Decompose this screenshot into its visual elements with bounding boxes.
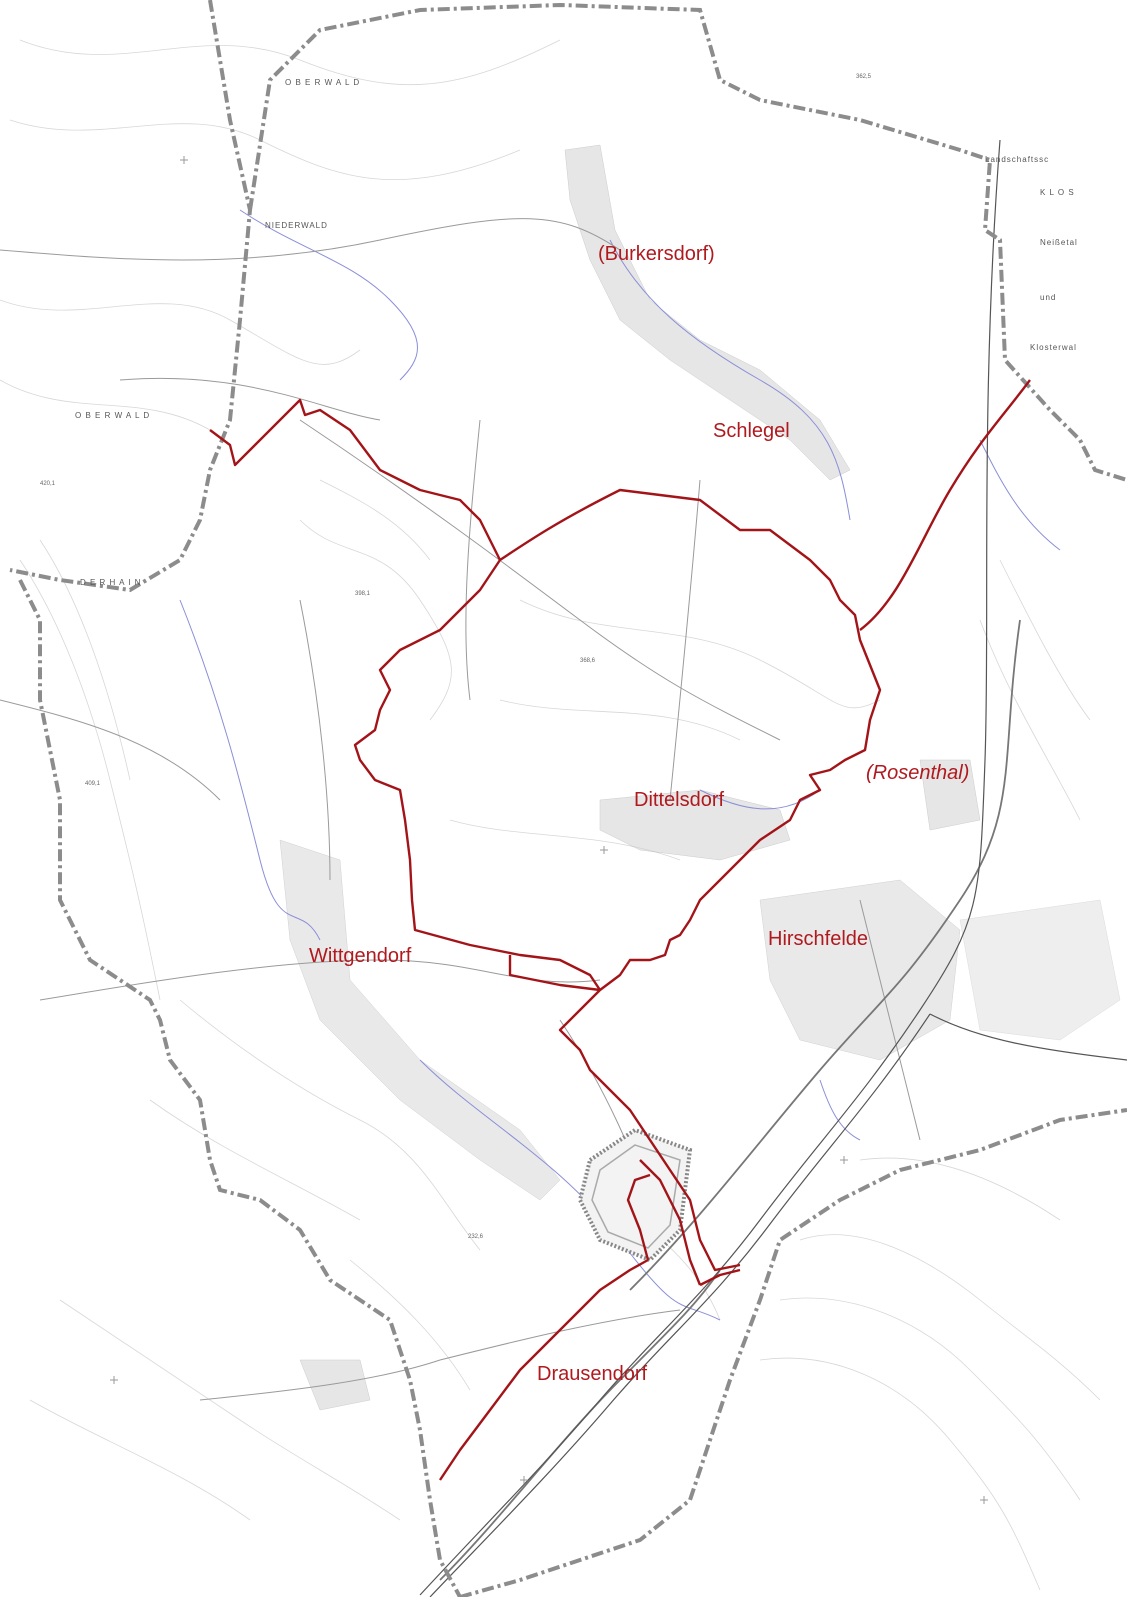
label-klosterwald: Klosterwal (1030, 343, 1077, 352)
elevation-label: 368,6 (580, 658, 596, 664)
contour-lines (0, 39, 1101, 1591)
place-label-wittgendorf: Wittgendorf (309, 945, 412, 967)
national-border (9, 0, 1127, 1597)
railways (419, 139, 1127, 1597)
place-labels: (Burkersdorf) Schlegel (Rosenthal) Ditte… (309, 243, 969, 1385)
place-label-burkersdorf: (Burkersdorf) (598, 243, 715, 265)
place-label-rosenthal: (Rosenthal) (866, 762, 969, 784)
place-label-hirschfelde: Hirschfelde (768, 928, 868, 950)
elevation-label: 420,1 (40, 481, 56, 487)
label-oberwald-top: O B E R W A L D (285, 78, 360, 87)
elevation-label: 362,5 (856, 74, 872, 80)
area-labels: Landschaftssc K L O S Neißetal und Klost… (75, 78, 1078, 587)
settlement-areas (279, 144, 1121, 1411)
elevation-labels: 362,5 398,1 368,6 409,1 232,6 420,1 (40, 74, 872, 1240)
label-oberwald-left: O B E R W A L D (75, 411, 150, 420)
elevation-label: 409,1 (85, 781, 101, 787)
elevation-label: 232,6 (468, 1234, 484, 1240)
place-label-drausendorf: Drausendorf (537, 1363, 648, 1385)
label-neissetal: Neißetal (1040, 238, 1078, 247)
reservoir (577, 1127, 693, 1263)
place-label-dittelsdorf: Dittelsdorf (634, 789, 724, 811)
label-und: und (1040, 293, 1056, 302)
label-niederwald: NIEDERWALD (265, 221, 328, 230)
municipal-boundary (209, 379, 1031, 1481)
label-landschaftsschutz: Landschaftssc (985, 155, 1049, 164)
roads (0, 218, 1021, 1581)
label-der-hain: D E R H A I N (80, 578, 141, 587)
place-label-schlegel: Schlegel (713, 420, 790, 442)
label-kloster: K L O S (1040, 188, 1075, 197)
survey-marks (110, 156, 988, 1504)
elevation-label: 398,1 (355, 591, 371, 597)
